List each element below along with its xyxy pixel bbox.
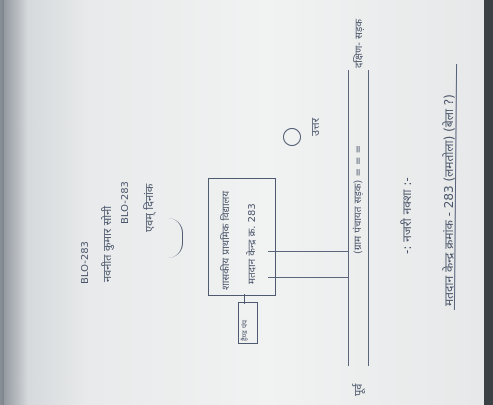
signature-line1: एवम् दिनांक [143,183,156,232]
map-subtitle: -: नजरी नक्शा :- [400,177,414,254]
hand-pump-tick [244,294,245,304]
road-label-left: पूर्व [352,383,365,396]
road-edge-bottom [368,70,369,366]
paper-shadow [0,0,28,405]
path-line-right [268,251,348,252]
signature-line3: नवनीत कुमार सोनी [101,205,114,282]
hand-pump-label: हैण्ड पंप [241,320,249,341]
handwritten-map: मतदान केन्द्र क्रमांक - 283 (लमतोला) (बे… [8,19,478,404]
north-arrow-icon [283,128,301,146]
road-edge-top [348,70,349,366]
building-label-line1: शासकीय प्राथमिक विद्यालय [221,190,232,290]
north-label: उत्तर [309,117,322,136]
signature-line4: BLO-283 [80,241,91,284]
paper-sheet [4,0,484,405]
path-line-left [268,277,348,278]
road-label-right: दक्षिण- सड़क [354,19,365,68]
signature-line2: BLO-283 [120,181,131,224]
building-label-line2: मतदान केन्द्र क्र. 283 [247,203,258,284]
road-label-center: (ग्राम पंचायत सड़क) = = = [353,145,364,254]
signature-scribble [168,218,183,258]
